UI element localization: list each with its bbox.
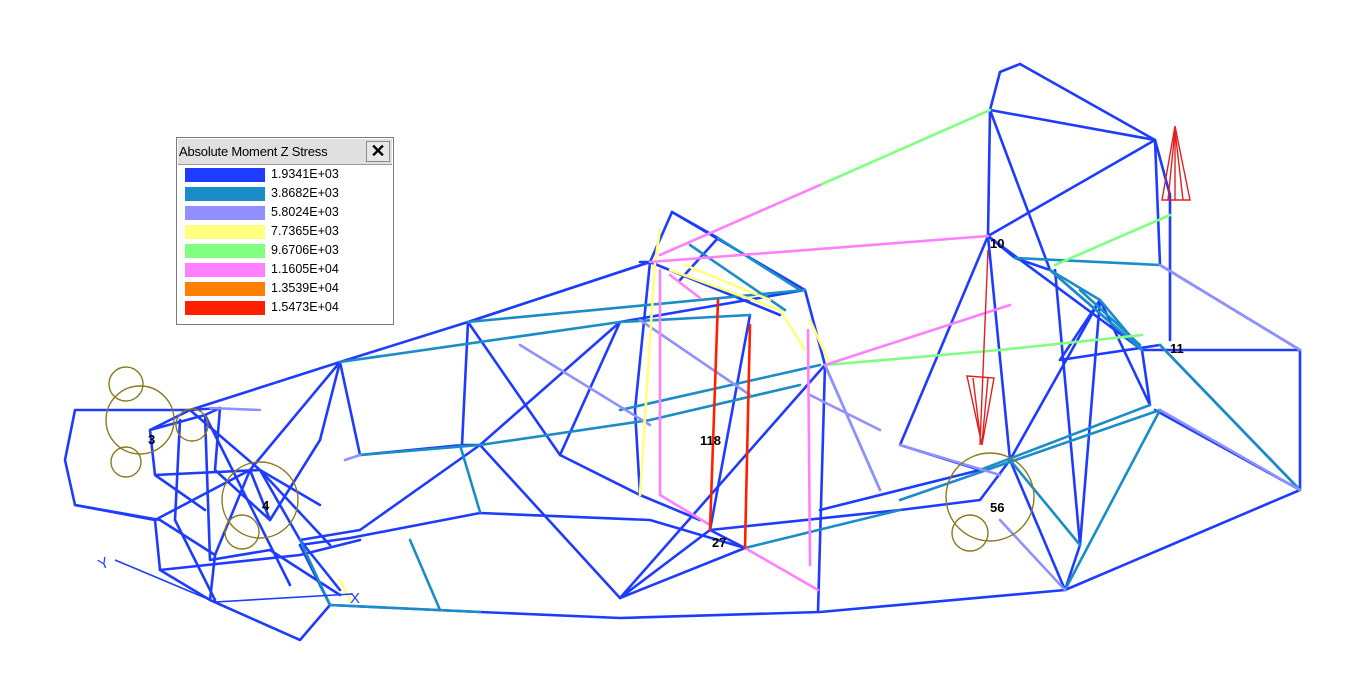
legend-value: 9.6706E+03 [271, 243, 339, 257]
legend-row: 1.1605E+04 [185, 261, 391, 278]
legend-row: 3.8682E+03 [185, 185, 391, 202]
members-teal [298, 236, 1302, 614]
legend-row: 1.9341E+03 [185, 166, 391, 183]
members-pink [648, 183, 1012, 592]
legend-row: 7.7365E+03 [185, 223, 391, 240]
legend-value: 1.3539E+04 [271, 281, 339, 295]
legend-value: 5.8024E+03 [271, 205, 339, 219]
legend-color-swatch [185, 168, 265, 182]
legend-value: 1.5473E+04 [271, 300, 339, 314]
legend-row: 1.3539E+04 [185, 280, 391, 297]
node-label-3: 3 [148, 432, 155, 447]
legend-title-bar[interactable]: Absolute Moment Z Stress ✕ [178, 139, 392, 165]
node-label-56: 56 [990, 500, 1004, 515]
node-label-10: 10 [990, 236, 1004, 251]
members-red [708, 298, 752, 550]
legend-color-swatch [185, 263, 265, 277]
node-label-27: 27 [712, 535, 726, 550]
legend-value: 7.7365E+03 [271, 224, 339, 238]
legend-color-swatch [185, 282, 265, 296]
node-label-118: 118 [700, 433, 721, 448]
axis-triad [114, 559, 353, 603]
axis-label-y: Y [96, 554, 112, 574]
node-label-11: 11 [1170, 341, 1184, 356]
legend-row: 5.8024E+03 [185, 204, 391, 221]
legend-value: 1.9341E+03 [271, 167, 339, 181]
legend-color-swatch [185, 244, 265, 258]
axis-label-x: X [350, 590, 360, 607]
legend-title: Absolute Moment Z Stress [179, 144, 328, 159]
support-circles [105, 366, 1035, 552]
legend-row: 1.5473E+04 [185, 299, 391, 316]
members-lavender [208, 263, 1302, 592]
legend-color-swatch [185, 206, 265, 220]
close-icon[interactable]: ✕ [366, 141, 390, 162]
legend-row: 9.6706E+03 [185, 242, 391, 259]
legend-color-swatch [185, 187, 265, 201]
frame-structure [63, 62, 1302, 642]
legend-color-swatch [185, 225, 265, 239]
members-green [818, 108, 1172, 367]
node-label-4: 4 [262, 498, 270, 513]
legend-value: 3.8682E+03 [271, 186, 339, 200]
load-arrows [966, 125, 1191, 446]
node-labels: 3 4 118 27 10 11 56 [148, 236, 1184, 550]
legend-color-swatch [185, 301, 265, 315]
legend-value: 1.1605E+04 [271, 262, 339, 276]
stress-legend-panel[interactable]: Absolute Moment Z Stress ✕ 1.9341E+03 3.8… [176, 137, 394, 325]
